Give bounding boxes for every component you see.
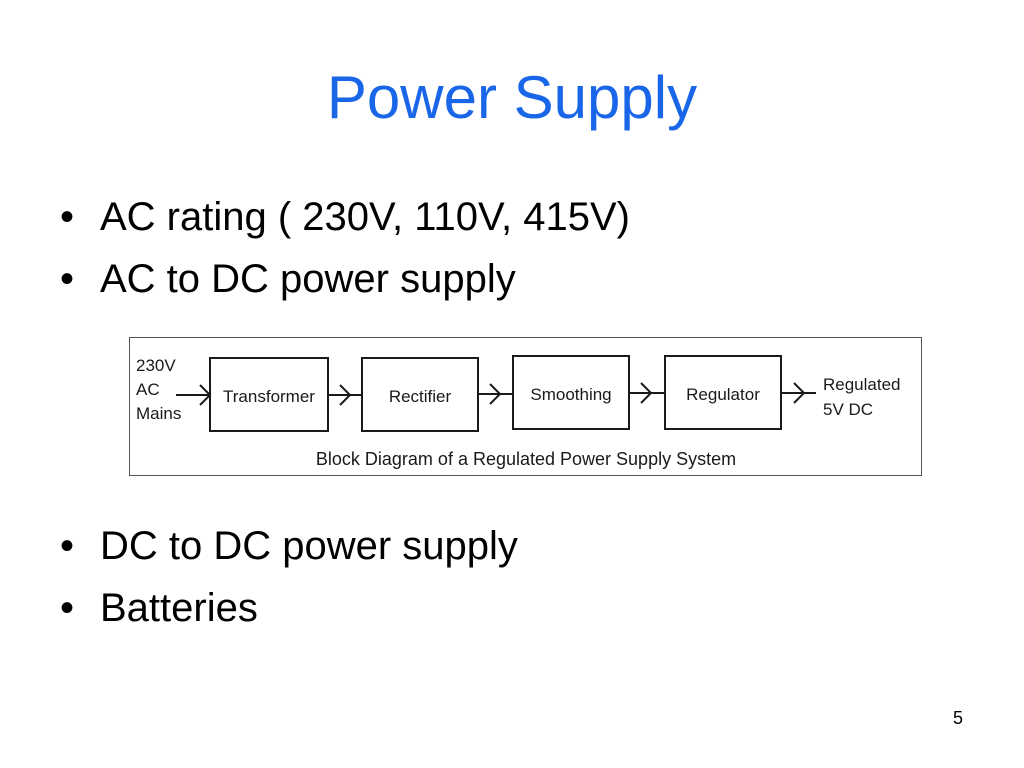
input-label-line-1: 230V	[136, 356, 176, 375]
block-diagram-svg: 230V AC Mains Regulated 5V DC Transforme…	[136, 355, 901, 469]
arrow-right-icon	[176, 384, 212, 406]
arrow-right-icon	[328, 384, 362, 406]
bullet-ac-rating: • AC rating ( 230V, 110V, 415V)	[60, 186, 630, 248]
arrow-right-icon	[629, 382, 665, 404]
output-label-line-1: Regulated	[823, 375, 901, 394]
bullet-marker: •	[60, 524, 75, 568]
input-label-line-3: Mains	[136, 404, 181, 423]
bullet-list-top: • AC rating ( 230V, 110V, 415V) • AC to …	[60, 186, 630, 310]
block-label-smoothing: Smoothing	[530, 385, 611, 404]
bullet-list-bottom: • DC to DC power supply • Batteries	[60, 515, 518, 639]
arrow-right-icon	[781, 382, 816, 404]
arrow-right-icon	[478, 383, 513, 405]
block-label-regulator: Regulator	[686, 385, 760, 404]
bullet-text: Batteries	[100, 586, 258, 630]
bullet-text: AC rating ( 230V, 110V, 415V)	[100, 195, 630, 239]
block-label-rectifier: Rectifier	[389, 387, 452, 406]
page-number: 5	[952, 708, 963, 728]
block-label-transformer: Transformer	[223, 387, 315, 406]
bullet-text: DC to DC power supply	[100, 524, 518, 568]
bullet-marker: •	[60, 195, 75, 239]
slide-title: Power Supply	[326, 64, 698, 131]
bullet-text: AC to DC power supply	[100, 257, 516, 301]
input-label-line-2: AC	[136, 380, 160, 399]
bullet-ac-to-dc: • AC to DC power supply	[60, 248, 630, 310]
power-supply-block-diagram: 230V AC Mains Regulated 5V DC Transforme…	[129, 337, 922, 476]
output-label-line-2: 5V DC	[823, 400, 873, 419]
bullet-batteries: • Batteries	[60, 577, 518, 639]
bullet-marker: •	[60, 257, 75, 301]
bullet-dc-to-dc: • DC to DC power supply	[60, 515, 518, 577]
bullet-marker: •	[60, 586, 75, 630]
diagram-caption: Block Diagram of a Regulated Power Suppl…	[316, 449, 736, 469]
